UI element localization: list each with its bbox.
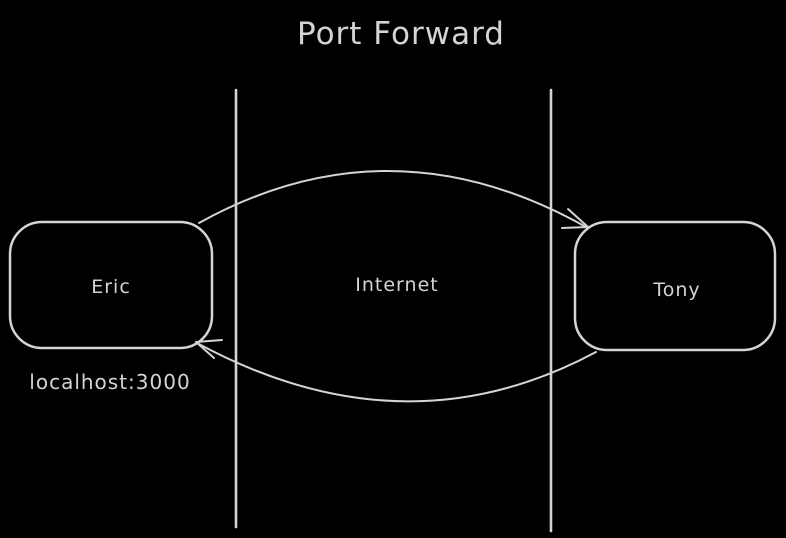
edge-tony-to-eric[interactable] [196,342,597,403]
eric-node-label[interactable]: Eric [91,276,131,298]
eric-node-caption[interactable]: localhost:3000 [29,370,190,394]
eric-node-box[interactable] [8,220,214,350]
edge-eric-to-tony[interactable] [198,170,587,228]
tony-node-box[interactable] [573,220,777,352]
tony-node-label[interactable]: Tony [652,279,700,301]
diagram-title[interactable]: Port Forward [297,16,505,52]
arrowhead-to-tony-icon [561,208,589,229]
internet-zone-label[interactable]: Internet [355,274,438,296]
arrowhead-to-eric-icon [195,339,223,359]
